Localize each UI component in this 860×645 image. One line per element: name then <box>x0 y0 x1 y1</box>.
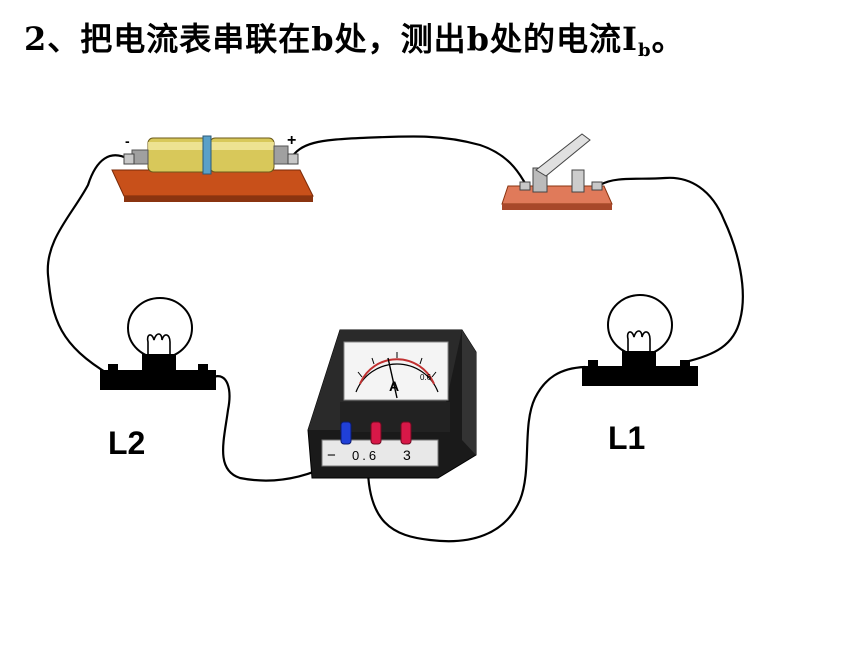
terminal-post-0-6 <box>370 421 382 445</box>
terminal-label-negative: − <box>327 447 336 464</box>
ammeter-needle <box>387 357 398 399</box>
lamp-l2-label: L2 <box>108 425 146 461</box>
terminal-label-3: 3 <box>403 447 411 463</box>
terminal-post-3 <box>400 421 412 445</box>
title-end: 。 <box>651 20 685 58</box>
wire-lamp-l2-to-meter <box>211 375 334 482</box>
title-text: 2、把电流表串联在b处，测出b处的电流I <box>24 20 638 58</box>
switch <box>501 133 613 210</box>
page-title: 2、把电流表串联在b处，测出b处的电流Ib。 <box>24 14 685 61</box>
ammeter: 0.6 A − 0.6 3 <box>307 329 477 479</box>
wire-lamp-l1-to-meter <box>366 365 587 543</box>
lamp-l1-base <box>582 366 698 386</box>
terminal-label-0-6: 0.6 <box>352 448 379 463</box>
wire-battery-to-lamp-l2 <box>46 154 132 377</box>
switch-blade <box>535 133 591 177</box>
ammeter-unit: A <box>389 378 399 394</box>
battery: - + <box>111 132 314 202</box>
wire-battery-to-switch <box>288 135 527 185</box>
lamp-l1-bulb <box>607 294 673 356</box>
battery-minus-sign: - <box>125 133 130 149</box>
title-subscript: b <box>638 40 652 61</box>
wire-switch-to-lamp-l1 <box>598 176 744 364</box>
ammeter-dial <box>343 341 449 401</box>
lamp-l2-base <box>100 370 216 390</box>
lamp-l2 <box>100 297 216 390</box>
lamp-l1 <box>582 294 698 386</box>
lamp-l1-label: L1 <box>608 420 646 456</box>
battery-plus-sign: + <box>287 132 296 149</box>
lamp-l2-bulb <box>127 297 193 359</box>
wires <box>46 135 744 543</box>
battery-board <box>111 169 314 197</box>
ammeter-scale-label: 0.6 <box>420 373 432 382</box>
terminal-post-negative <box>340 421 352 445</box>
